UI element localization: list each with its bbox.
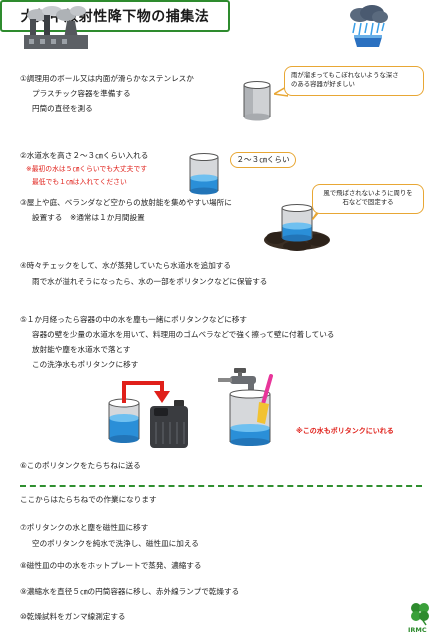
spatula-icon [257, 374, 273, 424]
step5-line1: ⑤１か月経ったら容器の中の水を塵も一緒にポリタンクなどに移す [20, 315, 248, 324]
fix-stones-callout: 風で飛ばされないように周りを 石などで固定する [312, 184, 424, 214]
step1-line1: ①調理用のボール又は内面が滑らかなステンレスか [20, 74, 194, 83]
step5-line2: 容器の壁を少量の水道水を用いて、料理用のゴムベラなどで強く擦って壁に付着している [32, 330, 335, 339]
transfer-arrow-icon [122, 381, 170, 403]
polytank-icon [150, 400, 188, 448]
step5-line4: この洗浄水もポリタンクに移す [32, 360, 139, 369]
step5-line3: 放射能や塵を水道水で落とす [32, 345, 131, 354]
step9-line1: ⑨濃縮水を直径５㎝の円筒容器に移し、赤外線ランプで乾燥する [20, 587, 240, 596]
factory-smoke-icon [24, 6, 88, 49]
depth-callout-line1: 雨が溜まってもこぼれないような深さ [291, 71, 399, 79]
step7-line1: ⑦ポリタンクの水と塵を磁性皿に移す [20, 523, 149, 532]
container-with-water-icon [189, 153, 219, 195]
step3-line2: 設置する ※通常は１か月間設置 [32, 213, 145, 222]
step7-line2: 空のポリタンクを純水で洗浄し、磁性皿に加える [32, 539, 199, 548]
container-with-stones-icon [264, 204, 330, 251]
depth-callout-line2: のある容器が好ましい [291, 80, 355, 88]
fix-stones-callout-line1: 風で飛ばされないように周りを [323, 189, 413, 197]
step10-line1: ⑩乾燥試料をガンマ線測定する [20, 612, 126, 621]
fix-stones-callout-line2: 石などで固定する [342, 198, 394, 206]
after-intro: ここからはたらちねでの作業になります [20, 495, 157, 504]
rain-cloud-icon [350, 5, 388, 47]
step4-line2: 雨で水が溢れそうになったら、水の一部をポリタンクなどに保管する [32, 277, 268, 286]
depth-callout: 雨が溜まってもこぼれないような深さ のある容器が好ましい [284, 66, 424, 96]
step2-note2: 最低でも１㎝は入れてください [32, 178, 127, 186]
cylinder-container-icon [243, 81, 271, 121]
step2-line1: ②水道水を高さ２～３㎝くらい入れる [20, 151, 149, 160]
step2-note1: ※最初の水は５㎝くらいでも大丈夫です [26, 165, 148, 173]
step4-line1: ④時々チェックをして、水が蒸発していたら水道水を追加する [20, 261, 231, 270]
step6-line1: ⑥このポリタンクをたらちねに送る [20, 461, 141, 470]
clover-logo-icon [411, 603, 429, 626]
step8-line1: ⑧磁性皿の中の水をホットプレートで蒸発、濃縮する [20, 561, 202, 570]
height-callout: ２～３㎝くらい [230, 152, 296, 168]
step1-line2: プラスチック容器を準備する [32, 89, 131, 98]
step1-line3: 円筒の直径を測る [32, 104, 93, 113]
step3-line1: ③屋上や庭、ベランダなど空からの放射能を集めやすい場所に [20, 198, 232, 207]
logo-text: IRMC [408, 626, 427, 634]
step5-red-note: ※この水もポリタンクにいれる [296, 427, 394, 435]
section-divider [20, 485, 422, 487]
